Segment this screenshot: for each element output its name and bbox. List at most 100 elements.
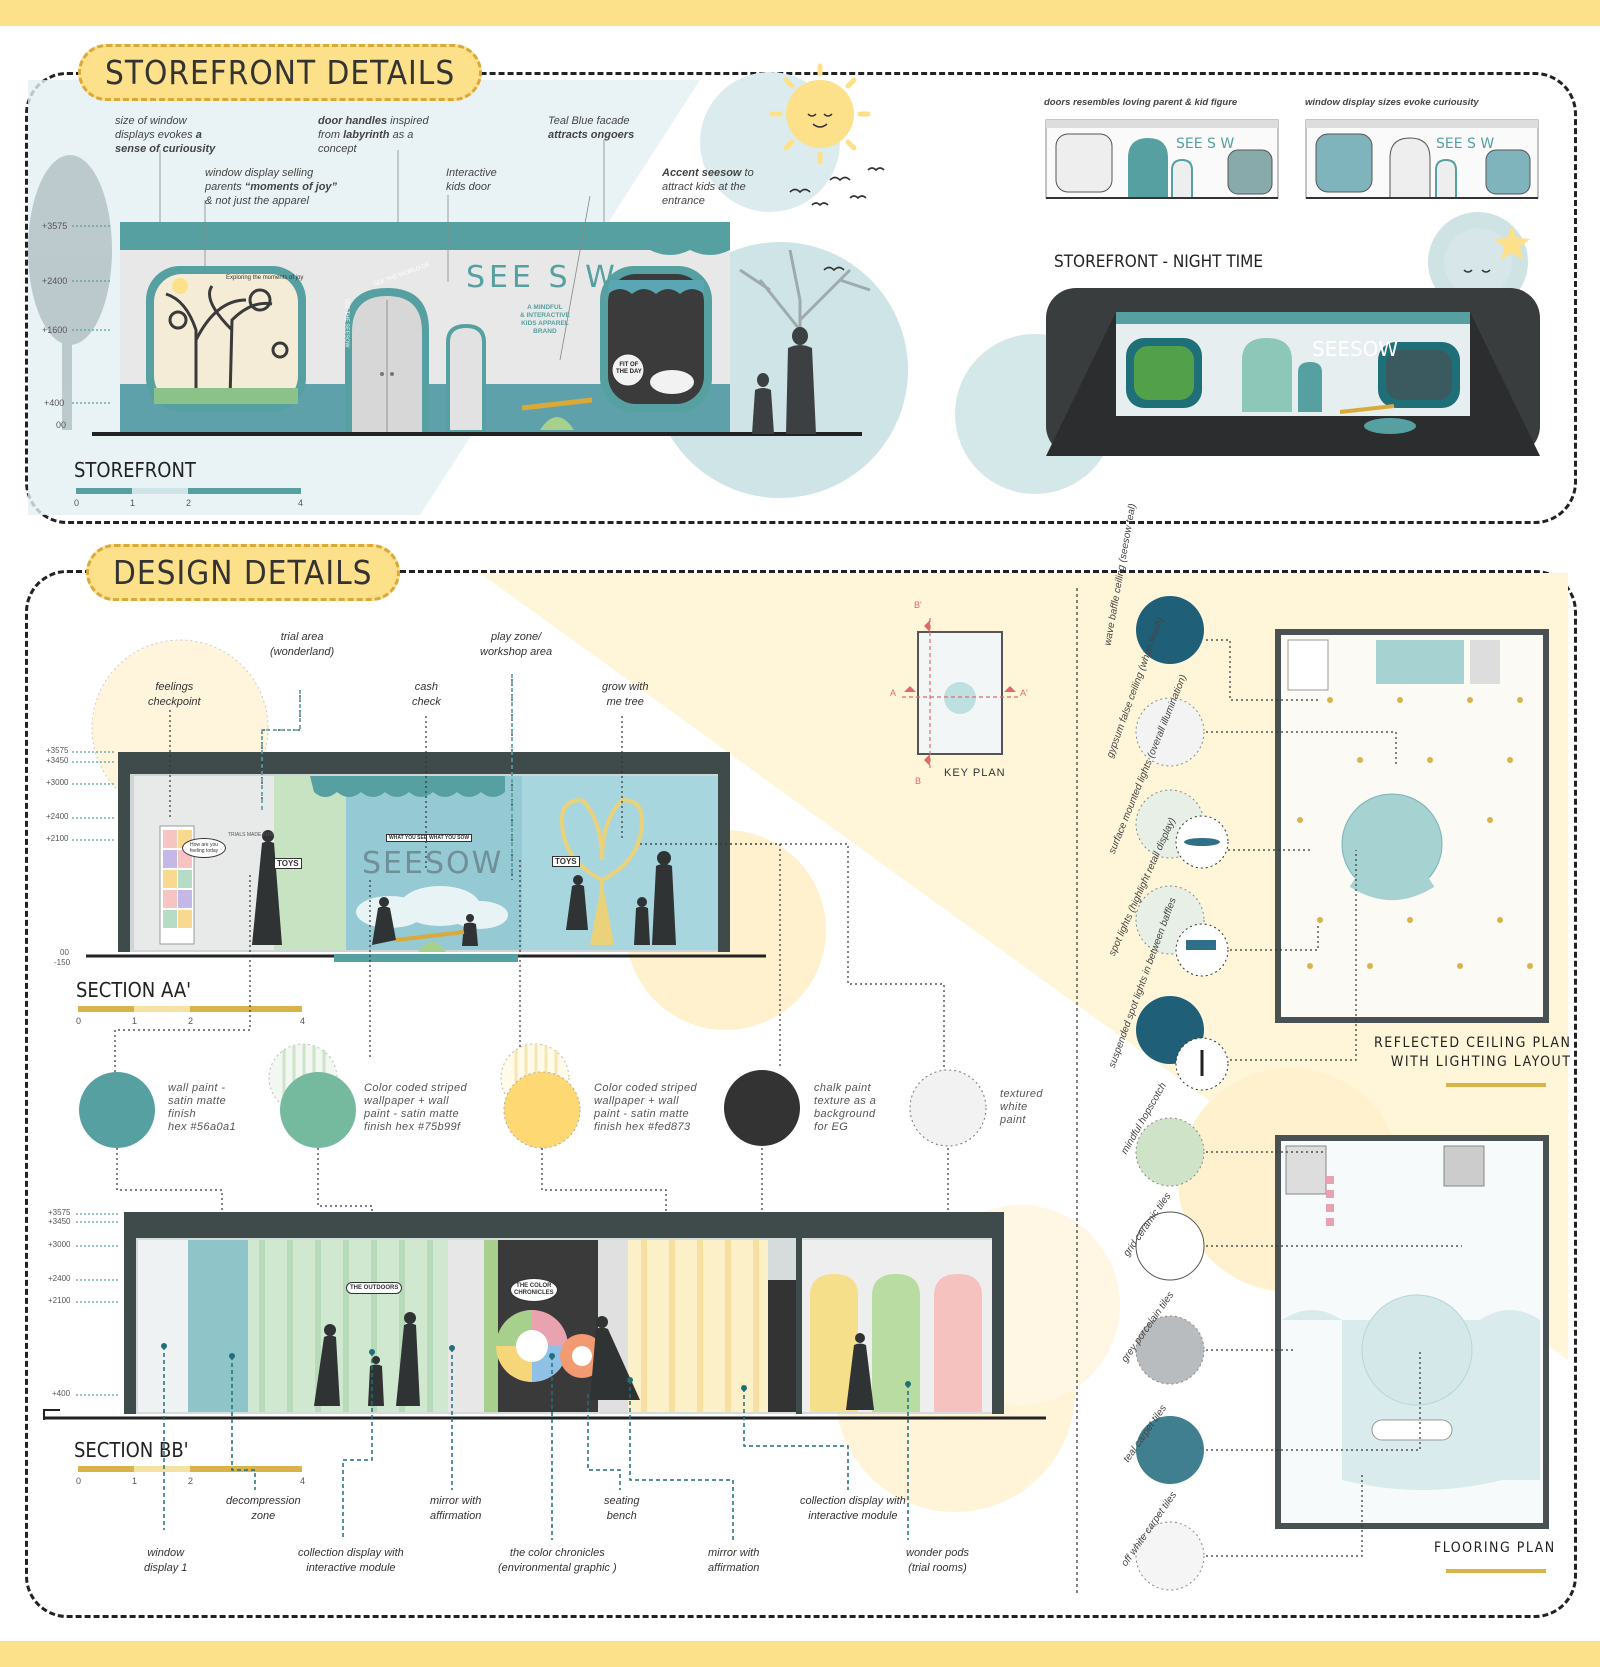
storefront-elevation-title: STOREFRONT [74,458,196,482]
annotation-seesow: Accent seesow to attract kids at the ent… [662,167,754,207]
flooring-title: FLOORING PLAN [1434,1540,1556,1556]
key-mark-b: B [915,776,922,786]
night-view: SEESOW [1046,288,1540,456]
bb-level-3450: +3450 [48,1217,71,1226]
key-mark-b-prime: B' [914,600,922,610]
moon-icon [1444,228,1512,296]
design-panel [25,570,1577,1618]
aa-scale-2: 2 [188,1016,194,1026]
level-00: 00 [56,420,67,430]
aa-trials-sign: TRIALS MADE FUN [228,832,274,838]
aa-sign-1: WHAT YOU SEE [386,834,431,842]
scale-tick-0: 0 [74,498,80,508]
thumbnail-2: SEE S W [1305,119,1539,199]
section-bb [43,1212,1046,1420]
annotation-interactive-door: Interactive kids door [446,167,497,193]
label-trial-area: trial area(wonderland) [270,631,335,658]
thumbnail-1-caption: doors resembles loving parent & kid figu… [1044,97,1238,108]
scale-tick-2: 2 [186,498,192,508]
aa-toys-2: TOYS [552,856,580,867]
bb-level-3000: +3000 [48,1240,71,1249]
svg-text:SEE S W: SEE S W [1176,136,1234,152]
bb-scale-4: 4 [300,1476,306,1486]
section-aa [86,752,766,962]
svg-text:SEE S W: SEE S W [1436,136,1494,152]
flooring-plan [1275,1135,1549,1529]
flooring-swatches [1135,1117,1205,1591]
section-aa-title: SECTION AA' [76,978,192,1002]
storefront-panel [25,72,1577,524]
annotation-door-handles: door handles inspired from labyrinth as … [318,115,429,155]
scale-tick-1: 1 [130,498,136,508]
aa-level-minus150: -150 [54,958,71,967]
aa-level-3575: +3575 [46,746,69,755]
design-section-title: DESIGN DETAILS [86,544,400,601]
reflected-ceiling-plan [1275,629,1549,1023]
storefront-scale-bar [76,488,301,494]
key-mark-a: A [890,688,897,698]
aa-scale-4: 4 [300,1016,306,1026]
aa-scale-1: 1 [132,1016,138,1026]
level-1600: +1600 [42,325,68,335]
aa-level-3450: +3450 [46,756,69,765]
thumbnail-2-caption: window display sizes evoke curiousity [1305,97,1479,108]
aa-sign-2: WHAT YOU SOW [426,834,473,842]
bb-scale-2: 2 [188,1476,194,1486]
bb-level-2100: +2100 [48,1296,71,1305]
annotation-window-display: window display selling parents “moments … [205,167,338,207]
bb-level-3575: +3575 [48,1208,71,1217]
thumbnail-1: SEE S W [1045,119,1279,199]
annotation-teal-facade: Teal Blue facade attracts ongoers [548,115,635,141]
facade-brand: SEE S W [466,260,619,295]
bb-outdoors-sign: THE OUTDOORS [346,1282,403,1294]
key-mark-a-prime: A' [1020,688,1028,698]
sun-icon [769,63,871,165]
aa-bubble: How are you feeling today [182,838,226,858]
aa-level-00: 00 [60,948,69,957]
ceiling-swatches [1135,596,1229,1091]
aa-brand: SEESOW [362,846,504,881]
label-color-chronicles: the color chronicles(environmental graph… [498,1547,617,1574]
aa-level-2100: +2100 [46,834,69,843]
top-band [0,0,1600,26]
scale-tick-4: 4 [298,498,304,508]
bottom-band [0,1641,1600,1667]
level-400: +400 [44,398,65,408]
aa-level-2400: +2400 [46,812,69,821]
storefront-section-title: STOREFRONT DETAILS [78,44,483,101]
bb-level-400: +400 [52,1389,71,1398]
aa-scale-0: 0 [76,1016,82,1026]
label-wonder-pods: wonder pods(trial rooms) [906,1547,969,1574]
star-icon [1494,226,1530,260]
bb-level-2400: +2400 [48,1274,71,1283]
key-plan-label: KEY PLAN [944,767,1006,779]
annotation-window-size: size of window displays evokes a sense o… [115,115,216,155]
bb-scale-0: 0 [76,1476,82,1486]
level-2400: +2400 [42,276,68,286]
window-text: Exploring the moments of joy [226,275,304,281]
section-bb-title: SECTION BB' [74,1438,189,1462]
key-plan [902,618,1018,768]
night-brand: SEESOW [1312,337,1398,361]
label-play-zone: play zone/workshop area [480,631,553,658]
night-time-title: STOREFRONT - NIGHT TIME [1054,252,1264,272]
